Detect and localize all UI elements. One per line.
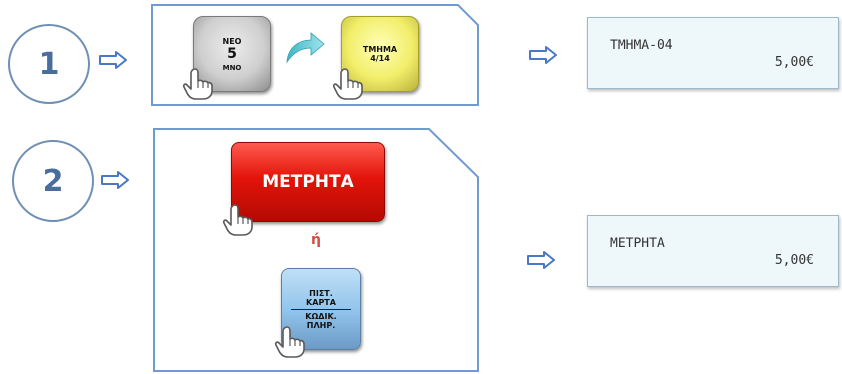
- display-1-amount: 5,00€: [774, 55, 814, 70]
- dept-key-line1: ΤΜΗΜΑ: [362, 45, 398, 54]
- new-key-line3: ΜΝΟ: [222, 63, 242, 72]
- card-key-line2: ΚΑΡΤΑ: [306, 297, 336, 307]
- new-key-line2: 5: [227, 45, 237, 62]
- step-1-circle: 1: [8, 24, 90, 104]
- display-1-text: ΤΜΗΜΑ-04: [610, 38, 673, 53]
- step-1-number: 1: [38, 46, 60, 82]
- card-key-line1: ΠΙΣΤ.: [309, 288, 333, 298]
- curved-arrow-icon: [286, 32, 325, 64]
- pointing-hand-icon: [182, 68, 213, 100]
- arrow-right-icon: [101, 171, 129, 189]
- step-2-panel: ΜΕΤΡΗΤΑ ή ΠΙΣΤ. ΚΑΡΤΑ ΚΩΔΙΚ. ΠΛΗΡ.: [153, 128, 479, 372]
- step-1-panel: ΝΕΟ 5 ΜΝΟ ΤΜΗΜΑ 4/14: [151, 4, 479, 106]
- new-key[interactable]: ΝΕΟ 5 ΜΝΟ: [193, 16, 271, 92]
- receipt-display-1: ΤΜΗΜΑ-04 5,00€: [587, 17, 839, 89]
- pointing-hand-icon: [222, 204, 253, 236]
- card-key-line3: ΚΩΔΙΚ.: [305, 311, 337, 321]
- dept-key-line2: 4/14: [370, 54, 390, 63]
- card-key[interactable]: ΠΙΣΤ. ΚΑΡΤΑ ΚΩΔΙΚ. ΠΛΗΡ.: [281, 268, 361, 350]
- card-key-divider: [291, 308, 351, 310]
- cash-key-label: ΜΕΤΡΗΤΑ: [262, 172, 354, 192]
- display-2-amount: 5,00€: [774, 253, 814, 268]
- cash-key[interactable]: ΜΕΤΡΗΤΑ: [231, 142, 385, 222]
- arrow-right-icon: [99, 51, 127, 69]
- new-key-line1: ΝΕΟ: [222, 36, 242, 46]
- or-text: ή: [311, 232, 321, 248]
- step-2-circle: 2: [12, 140, 94, 222]
- receipt-display-2: ΜΕΤΡΗΤΑ 5,00€: [587, 215, 839, 287]
- pointing-hand-icon: [332, 68, 363, 100]
- display-2-text: ΜΕΤΡΗΤΑ: [610, 236, 665, 251]
- arrow-right-icon: [527, 251, 555, 269]
- arrow-right-icon: [529, 46, 557, 64]
- pointing-hand-icon: [274, 326, 305, 358]
- dept-key[interactable]: ΤΜΗΜΑ 4/14: [341, 16, 419, 92]
- card-key-line4: ΠΛΗΡ.: [306, 320, 336, 330]
- step-2-number: 2: [42, 163, 64, 199]
